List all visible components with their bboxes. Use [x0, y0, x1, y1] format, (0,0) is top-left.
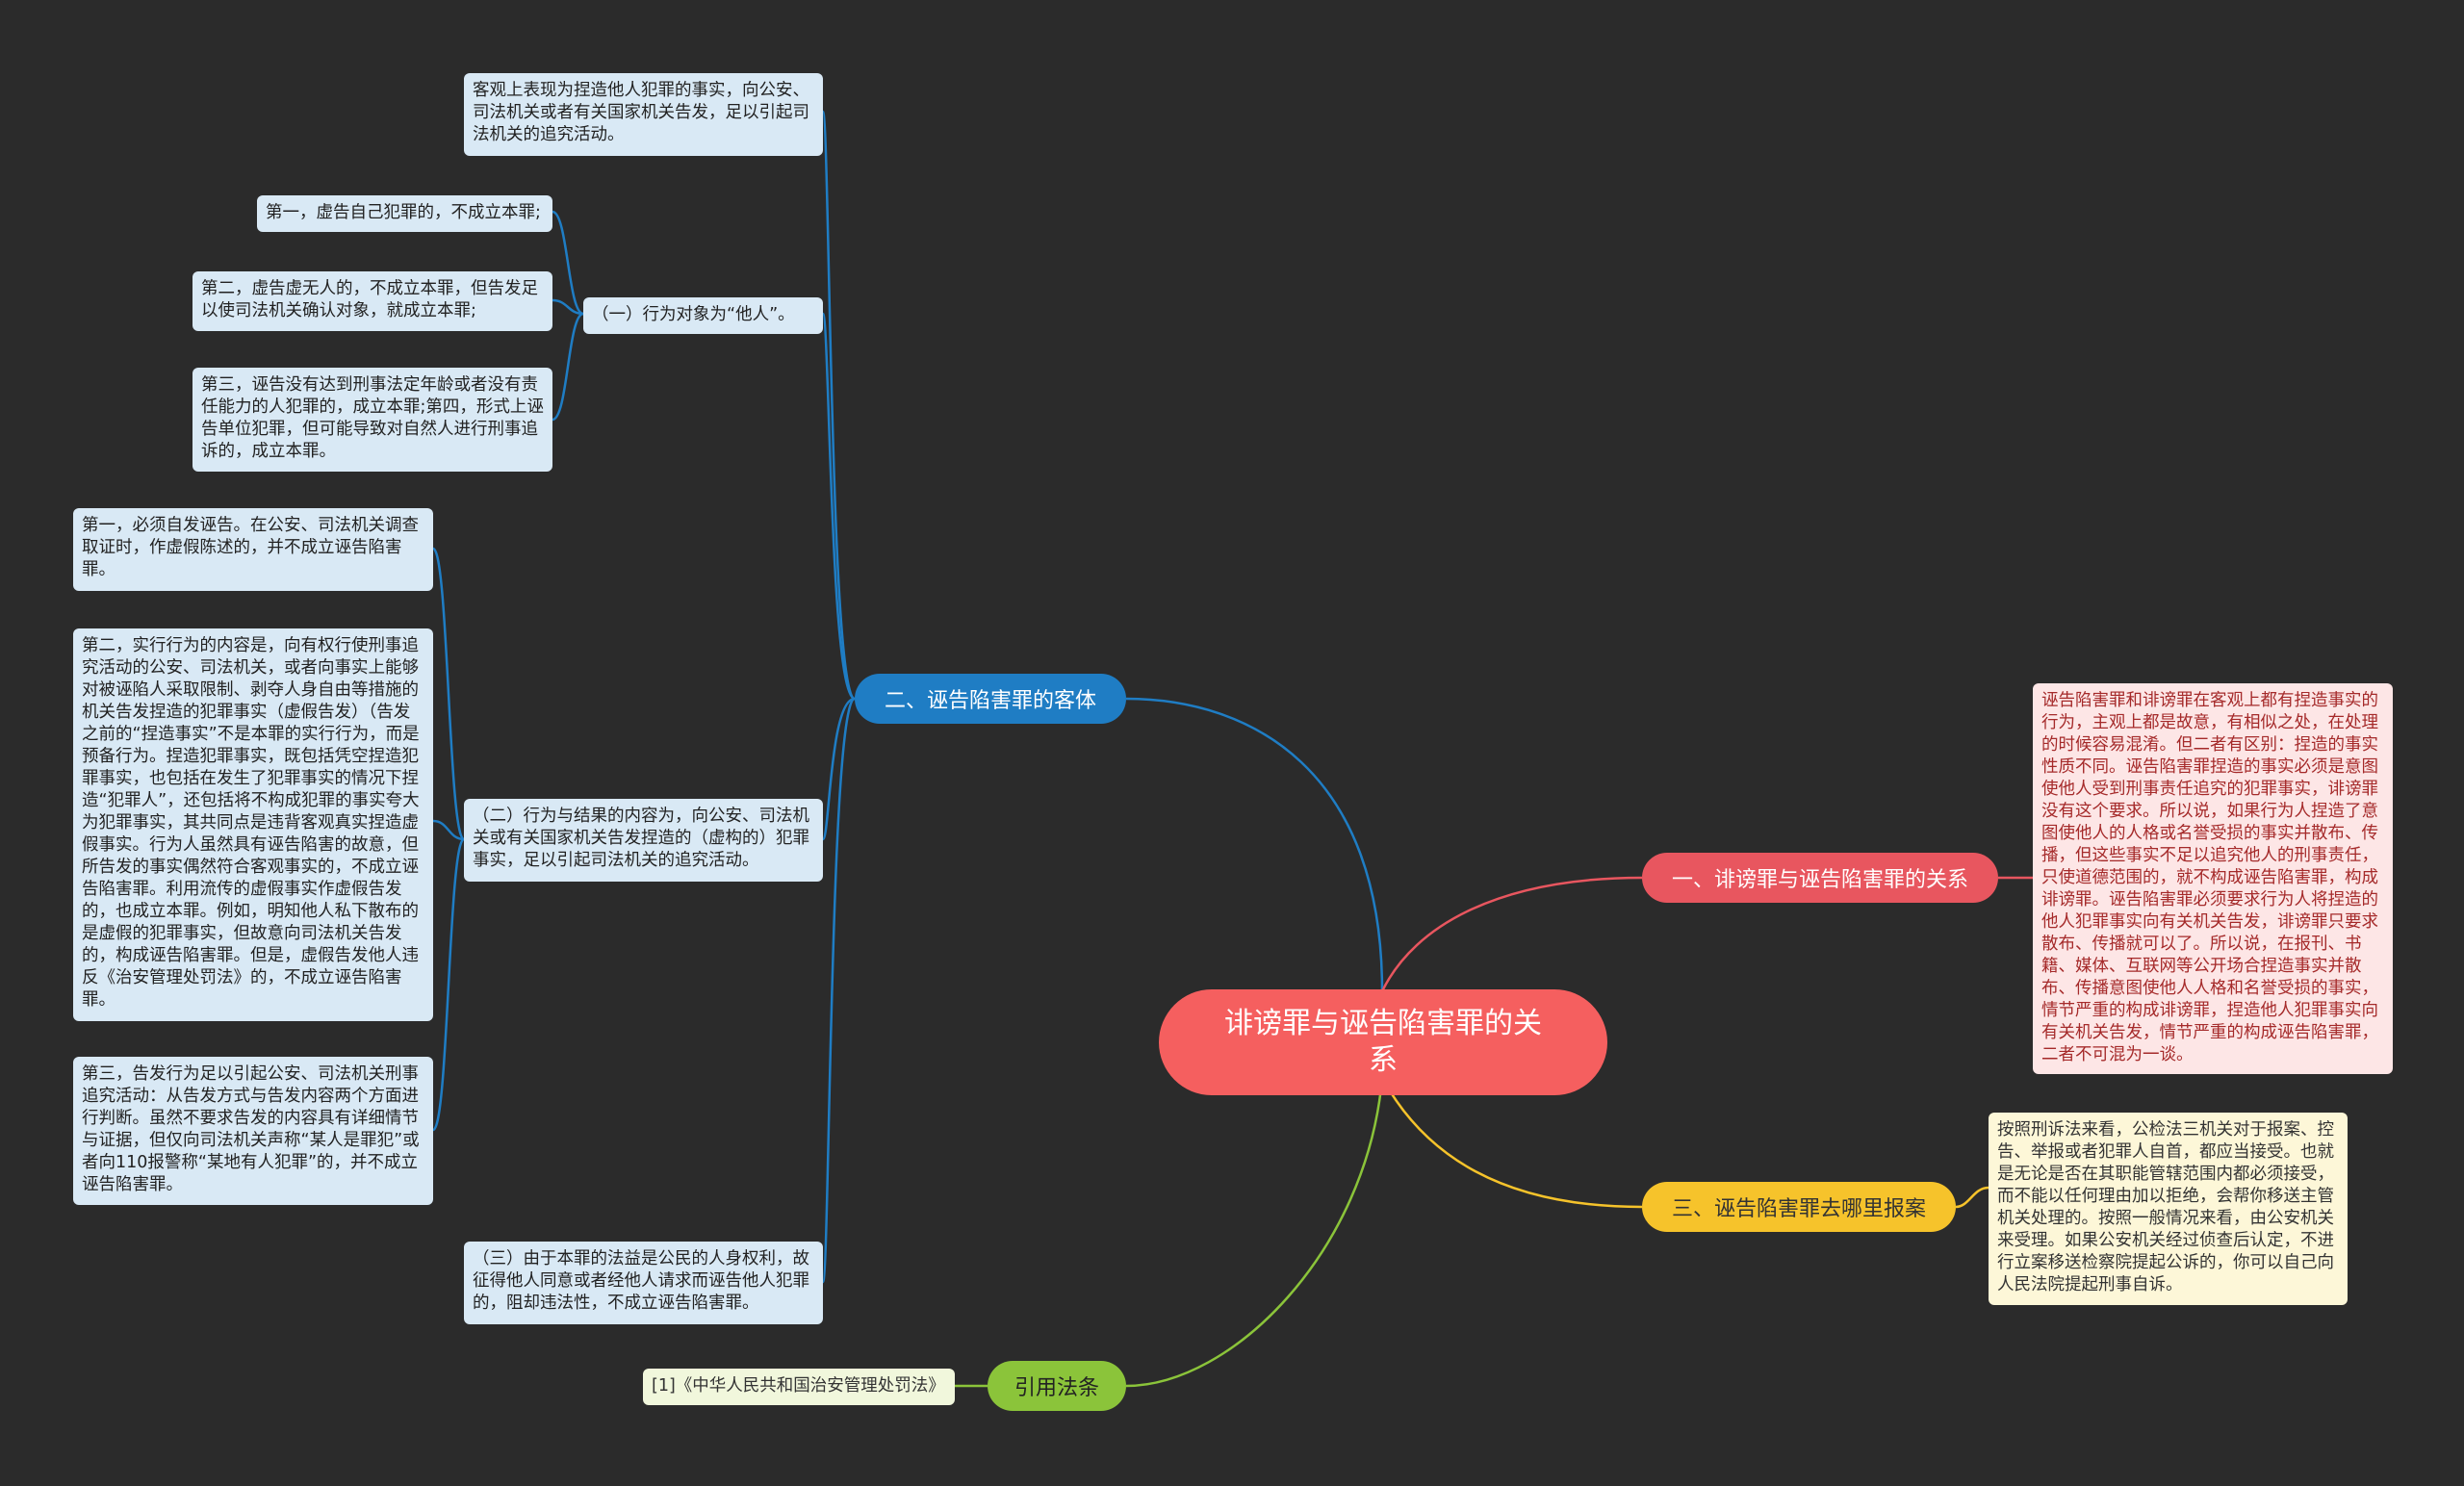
branch-where-to-report[interactable]: 三、诬告陷害罪去哪里报案 [1642, 1182, 1956, 1232]
link-root-b1 [1380, 876, 1643, 992]
cited-law-item[interactable]: [1]《中华人民共和国治安管理处罚法》 [643, 1369, 955, 1405]
link-b2-n3 [821, 697, 856, 841]
link-b2-n4 [821, 697, 857, 1284]
link-n2-c3 [552, 312, 584, 422]
link-n3-c1 [431, 547, 466, 841]
branch-object-of-crime[interactable]: 二、诬告陷害罪的客体 [855, 674, 1126, 724]
branch-cited-law[interactable]: 引用法条 [988, 1361, 1126, 1411]
target-child-2[interactable]: 第二，虚告虚无人的，不成立本罪，但告发足以使司法机关确认对象，就成立本罪; [192, 271, 552, 331]
b2-definition-node[interactable]: 客观上表现为捏造他人犯罪的事实，向公安、司法机关或者有关国家机关告发，足以引起司… [464, 73, 823, 156]
result-child-1[interactable]: 第一，必须自发诬告。在公安、司法机关调查取证时，作虚假陈述的，并不成立诬告陷害罪… [73, 508, 433, 591]
target-child-1[interactable]: 第一，虚告自己犯罪的，不成立本罪; [257, 195, 552, 232]
b2-result-node[interactable]: （二）行为与结果的内容为，向公安、司法机关或有关国家机关告发捏造的（虚构的）犯罪… [464, 799, 823, 882]
link-n3-c3 [431, 837, 466, 1132]
root-label: 诽谤罪与诬告陷害罪的关系 [1224, 1007, 1542, 1077]
branch-label: 二、诬告陷害罪的客体 [884, 689, 1096, 713]
b2-consent-node[interactable]: （三）由于本罪的法益是公民的人身权利，故征得他人同意或者经他人请求而诬告他人犯罪… [464, 1242, 823, 1324]
result-child-3[interactable]: 第三，告发行为足以引起公安、司法机关刑事追究活动：从告发方式与告发内容两个方面进… [73, 1057, 433, 1205]
root-node[interactable]: 诽谤罪与诬告陷害罪的关系 [1159, 989, 1607, 1095]
report-detail[interactable]: 按照刑诉法来看，公检法三机关对于报案、控告、举报或者犯罪人自首，都应当接受。也就… [1989, 1113, 2348, 1305]
target-child-3[interactable]: 第三，诬告没有达到刑事法定年龄或者没有责任能力的人犯罪的，成立本罪;第四，形式上… [192, 368, 552, 472]
result-child-2[interactable]: 第二，实行行为的内容是，向有权行使刑事追究活动的公安、司法机关，或者向事实上能够… [73, 628, 433, 1021]
link-root-b2 [1125, 697, 1384, 992]
branch-relationship[interactable]: 一、诽谤罪与诬告陷害罪的关系 [1642, 853, 1998, 903]
link-b2-n2 [821, 312, 856, 701]
relationship-detail[interactable]: 诬告陷害罪和诽谤罪在客观上都有捏造事实的行为，主观上都是故意，有相似之处，在处理… [2033, 683, 2393, 1074]
link-n2-c1 [552, 210, 584, 316]
link-n2-c2 [552, 298, 584, 316]
link-root-b4 [1125, 1077, 1384, 1388]
link-n3-c2 [432, 819, 465, 841]
link-b2-n1 [821, 110, 857, 701]
branch-label: 引用法条 [1014, 1376, 1099, 1400]
branch-label: 一、诽谤罪与诬告陷害罪的关系 [1671, 868, 1968, 892]
b2-target-node[interactable]: （一）行为对象为“他人”。 [583, 297, 823, 334]
link-b3-c1 [1955, 1186, 1989, 1209]
link-root-b3 [1380, 1077, 1643, 1209]
branch-label: 三、诬告陷害罪去哪里报案 [1671, 1197, 1926, 1221]
